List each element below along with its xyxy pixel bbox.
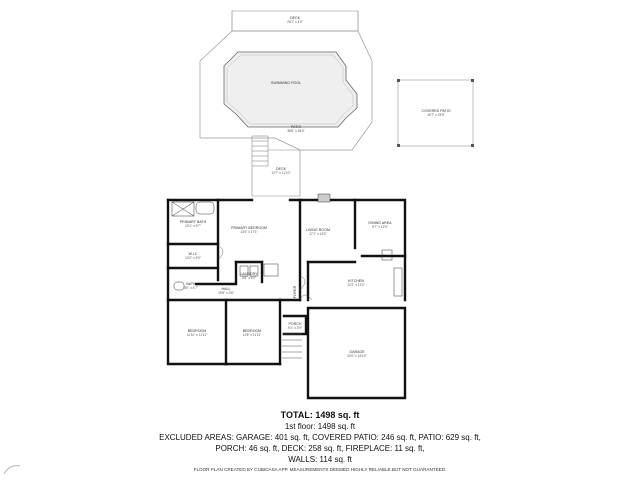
dim-porch: 9'1" x 3'9" <box>288 326 302 330</box>
dim-covered-patio: 15'7" x 15'9" <box>427 113 444 117</box>
door-swings <box>217 245 313 301</box>
dim-primary-bedroom: 13'4" x 17'1" <box>240 230 257 234</box>
label-primary-bath: PRIMARY BATH <box>180 220 207 224</box>
patio-stairs <box>251 135 269 167</box>
label-bedroom-left: BEDROOM <box>188 329 207 333</box>
floor-area: 1st floor: 1498 sq. ft <box>284 422 356 431</box>
dim-patio: 38'6" x 35'0" <box>287 129 304 133</box>
excluded-areas-line1: EXCLUDED AREAS: GARAGE: 401 sq. ft, COVE… <box>159 433 481 442</box>
label-dining-area: DINING AREA <box>368 221 392 225</box>
walls-area: WALLS: 114 sq. ft <box>288 455 352 464</box>
label-laundry: LAUNDRY <box>240 272 258 276</box>
label-hall: HALL <box>222 287 231 291</box>
label-garage: GARAGE <box>349 350 365 354</box>
dim-bedroom-right: 11'8" x 11'11" <box>243 333 262 337</box>
interior-walls <box>166 198 407 400</box>
dim-garage: 20'0" x 19'10" <box>347 354 366 358</box>
dim-laundry: 5'8" x 5'0" <box>242 276 256 280</box>
dim-dining-area: 9'7" x 12'0" <box>372 225 388 229</box>
dim-wic: 10'2" x 5'0" <box>185 256 201 260</box>
covered-patio <box>397 79 474 147</box>
label-wic: W.I.C <box>189 252 198 256</box>
label-covered-patio: COVERED PATIO <box>421 109 450 113</box>
label-porch: PORCH <box>289 322 302 326</box>
swimming-pool-inner <box>226 54 354 125</box>
label-bath: BATH <box>186 282 196 286</box>
floor-plan: DECK 28'1" x 4'0" SWIMMING POOL PATIO 38… <box>166 10 474 400</box>
front-stairs <box>282 333 302 359</box>
label-deck-mid: DECK <box>276 167 287 171</box>
label-living-room: LIVING ROOM <box>306 228 330 232</box>
fixtures <box>171 193 403 300</box>
dim-deck-mid: 12'7" x 11'10" <box>271 171 290 175</box>
label-kitchen: KITCHEN <box>348 279 364 283</box>
dim-primary-bath: 10'1" x 9'7" <box>185 224 201 228</box>
label-primary-bedroom: PRIMARY BEDROOM <box>231 226 267 230</box>
dim-deck-top: 28'1" x 4'0" <box>287 20 303 24</box>
excluded-areas-line2: PORCH: 46 sq. ft, DECK: 258 sq. ft, FIRE… <box>215 444 425 453</box>
disclaimer: FLOOR PLAN CREATED BY CUBICASA APP. MEAS… <box>193 467 447 472</box>
swimming-pool <box>223 51 358 128</box>
label-swimming-pool: SWIMMING POOL <box>271 81 301 85</box>
dim-bedroom-left: 11'10" x 11'11" <box>187 333 207 337</box>
watermark-swoosh-icon <box>3 465 21 475</box>
dim-living-room: 17'1" x 13'0" <box>309 232 326 236</box>
watermark-logo <box>2 460 30 480</box>
label-foyer: FOYER <box>293 285 297 298</box>
dim-hall: 15'8" x 3'8" <box>218 291 234 295</box>
deck-mid <box>251 149 301 197</box>
area-summary: TOTAL: 1498 sq. ft 1st floor: 1498 sq. f… <box>0 410 640 474</box>
dim-bath: 8'0" x 4'7" <box>184 286 198 290</box>
dim-kitchen: 22'2" x 11'0" <box>347 283 364 287</box>
total-area: TOTAL: 1498 sq. ft <box>280 410 360 420</box>
label-patio: PATIO <box>291 125 301 129</box>
label-deck-top: DECK <box>290 16 301 20</box>
label-bedroom-right: BEDROOM <box>243 329 262 333</box>
